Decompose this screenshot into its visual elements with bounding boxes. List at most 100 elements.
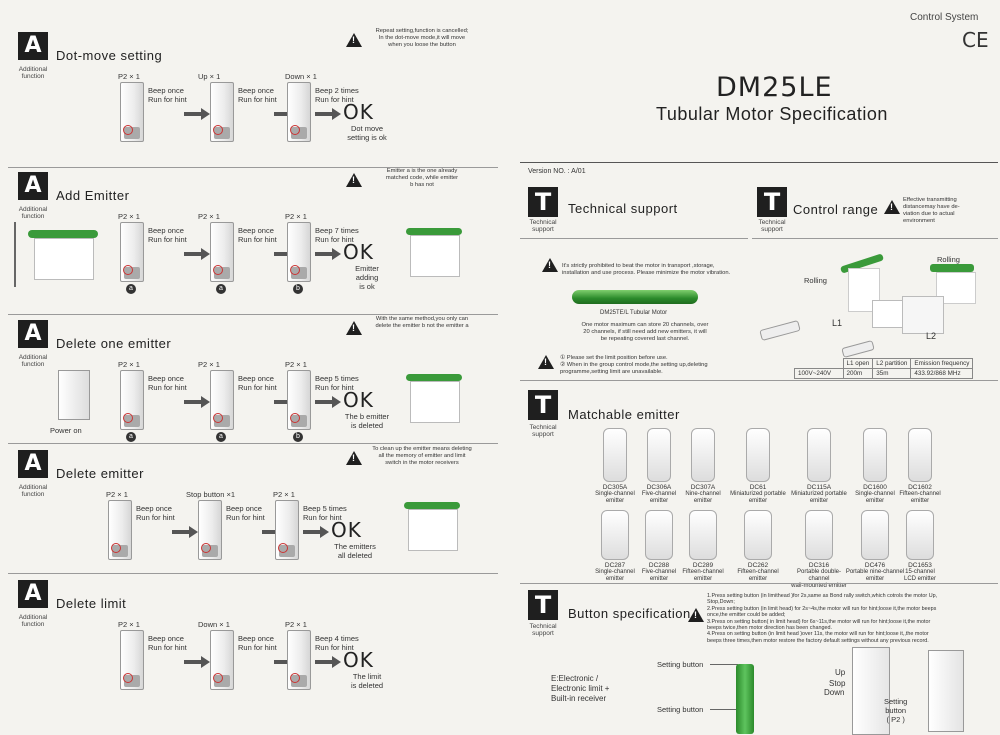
button-sub1: Technical xyxy=(529,623,557,630)
blind-illustration xyxy=(14,222,106,287)
down-label: Down xyxy=(824,688,845,697)
l1-label: L1 xyxy=(832,318,843,328)
electronic-limit-note: E:Electronic / Electronic limit + Built-… xyxy=(551,674,610,703)
emitter-image xyxy=(861,510,889,560)
emitter-desc: Five-channel emitter xyxy=(641,491,677,504)
arrow-icon xyxy=(184,396,210,408)
ok-label: OK xyxy=(343,388,374,412)
emitter-desc: Miniaturized portable emitter xyxy=(730,491,786,504)
emitter-marker-a: a xyxy=(126,432,136,442)
arrow-icon xyxy=(184,108,210,120)
brand-label: Control System xyxy=(910,12,979,23)
wall-panel xyxy=(872,300,906,328)
step-label: Stop button ×1 xyxy=(186,490,235,499)
step-label: Up × 1 xyxy=(198,72,221,81)
beep-text: Beep once Run for hint xyxy=(238,86,277,104)
step-label: P2 × 1 xyxy=(198,212,220,221)
warning-icon xyxy=(538,355,554,369)
section-warning: Emitter a is the one already matched cod… xyxy=(385,168,459,188)
motor-device xyxy=(198,500,222,560)
button-sub2: support xyxy=(532,630,554,637)
section-warning: With the same method,you only can delete… xyxy=(375,316,469,329)
range-sub1: Technical xyxy=(758,219,786,226)
blind-illustration-2 xyxy=(398,222,468,284)
divider xyxy=(520,162,998,163)
beep-text: Beep 7 times Run for hint xyxy=(315,226,359,244)
section-sub: function xyxy=(21,491,45,498)
stop-label: Stop xyxy=(829,679,846,688)
arrow-icon xyxy=(172,526,198,538)
motor-device xyxy=(210,82,234,142)
divider xyxy=(8,314,498,315)
pointer-line xyxy=(710,664,738,665)
blind-illustration xyxy=(398,368,468,430)
emitter-code: DC305A xyxy=(602,484,628,491)
beep-text: Beep 5 times Run for hint xyxy=(303,504,347,522)
motor-device xyxy=(108,500,132,560)
emitter-marker-a: a xyxy=(216,284,226,294)
range-table-header: L2 partition xyxy=(872,358,912,369)
tech-body: One motor maximum can store 20 channels,… xyxy=(581,322,709,342)
section-sub: function xyxy=(21,361,45,368)
emitter-desc: Single-channel emitter xyxy=(595,491,635,504)
remote-icon-2 xyxy=(841,340,875,358)
emitter-desc: Portable double-channel wall-mounted emi… xyxy=(791,569,847,589)
arrow-icon xyxy=(315,108,341,120)
warning-icon xyxy=(542,258,558,272)
warning-icon xyxy=(346,451,362,465)
beep-text: Beep once Run for hint xyxy=(136,504,175,522)
emitter-image xyxy=(807,428,831,482)
emitter-desc: Fifteen-channel emitter xyxy=(682,569,724,582)
step-label: P2 × 1 xyxy=(118,72,140,81)
range-table-cell: 200m xyxy=(842,368,874,379)
section-sub: Additional xyxy=(18,66,48,73)
step-label: P2 × 1 xyxy=(285,360,307,369)
warning-icon xyxy=(346,173,362,187)
emitter-code: DC61 xyxy=(749,484,767,491)
step-label: P2 × 1 xyxy=(118,620,140,629)
emitter-code: DC289 xyxy=(692,562,714,569)
section-sub: Additional xyxy=(18,484,48,491)
motor-device xyxy=(120,370,144,430)
beep-text: Beep 2 times Run for hint xyxy=(315,86,359,104)
step-label: P2 × 1 xyxy=(118,212,140,221)
motor-device xyxy=(210,370,234,430)
ok-label: OK xyxy=(343,648,374,672)
power-on-label: Power on xyxy=(50,426,82,435)
wall-switch-image xyxy=(852,647,890,735)
warning-icon xyxy=(884,200,900,214)
up-label: Up xyxy=(835,668,846,677)
emitter-code: DC115A xyxy=(806,484,832,491)
emitter-desc: Miniaturized portable emitter xyxy=(791,491,847,504)
emitter-image xyxy=(689,510,717,560)
power-switch-image xyxy=(58,370,90,420)
divider xyxy=(520,380,998,381)
emitter-image xyxy=(691,428,715,482)
motor-device xyxy=(287,82,311,142)
range-table-cell: 35m xyxy=(872,368,912,379)
pointer-line xyxy=(710,709,738,710)
emitter-desc: Portable nine-channel emitter xyxy=(845,569,905,582)
emitter-marker-b: b xyxy=(293,284,303,294)
blind-illustration xyxy=(396,496,466,558)
warning-icon xyxy=(346,33,362,47)
emitter-image xyxy=(805,510,833,560)
ok-label: OK xyxy=(331,518,362,542)
divider xyxy=(520,238,748,239)
section-sub: function xyxy=(21,73,45,80)
wall-panel-2 xyxy=(902,296,944,334)
motor-blind-image-2 xyxy=(930,264,974,272)
motor-caption: DM25TE/L Tubular Motor xyxy=(600,310,668,316)
step-label: Down × 1 xyxy=(198,620,230,629)
emitter-code: DC307A xyxy=(690,484,716,491)
setting-p2-label: Setting button ( P2 ) xyxy=(884,697,908,724)
section-title: Dot-move setting xyxy=(56,48,163,63)
section-sub: function xyxy=(21,213,45,220)
receiver-image xyxy=(928,650,964,732)
motor-device xyxy=(120,222,144,282)
beep-text: Beep once Run for hint xyxy=(238,226,277,244)
step-label: P2 × 1 xyxy=(285,212,307,221)
motor-device xyxy=(120,630,144,690)
range-table-cell: 433.92/868 MHz xyxy=(910,368,974,379)
emitter-sub1: Technical xyxy=(529,424,557,431)
